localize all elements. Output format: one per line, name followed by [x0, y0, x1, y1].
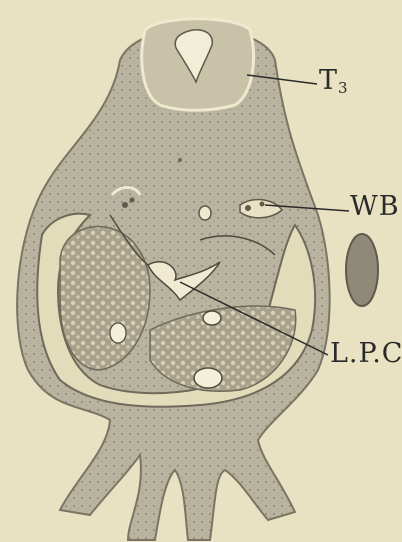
notochord [199, 206, 211, 220]
label-t3: T3 [319, 67, 349, 96]
label-wb: WB [350, 193, 400, 220]
gut-lumen [203, 311, 221, 325]
lower-cavity [194, 368, 222, 388]
limb-bud [346, 234, 378, 306]
label-lpc: L.P.C [330, 340, 402, 367]
